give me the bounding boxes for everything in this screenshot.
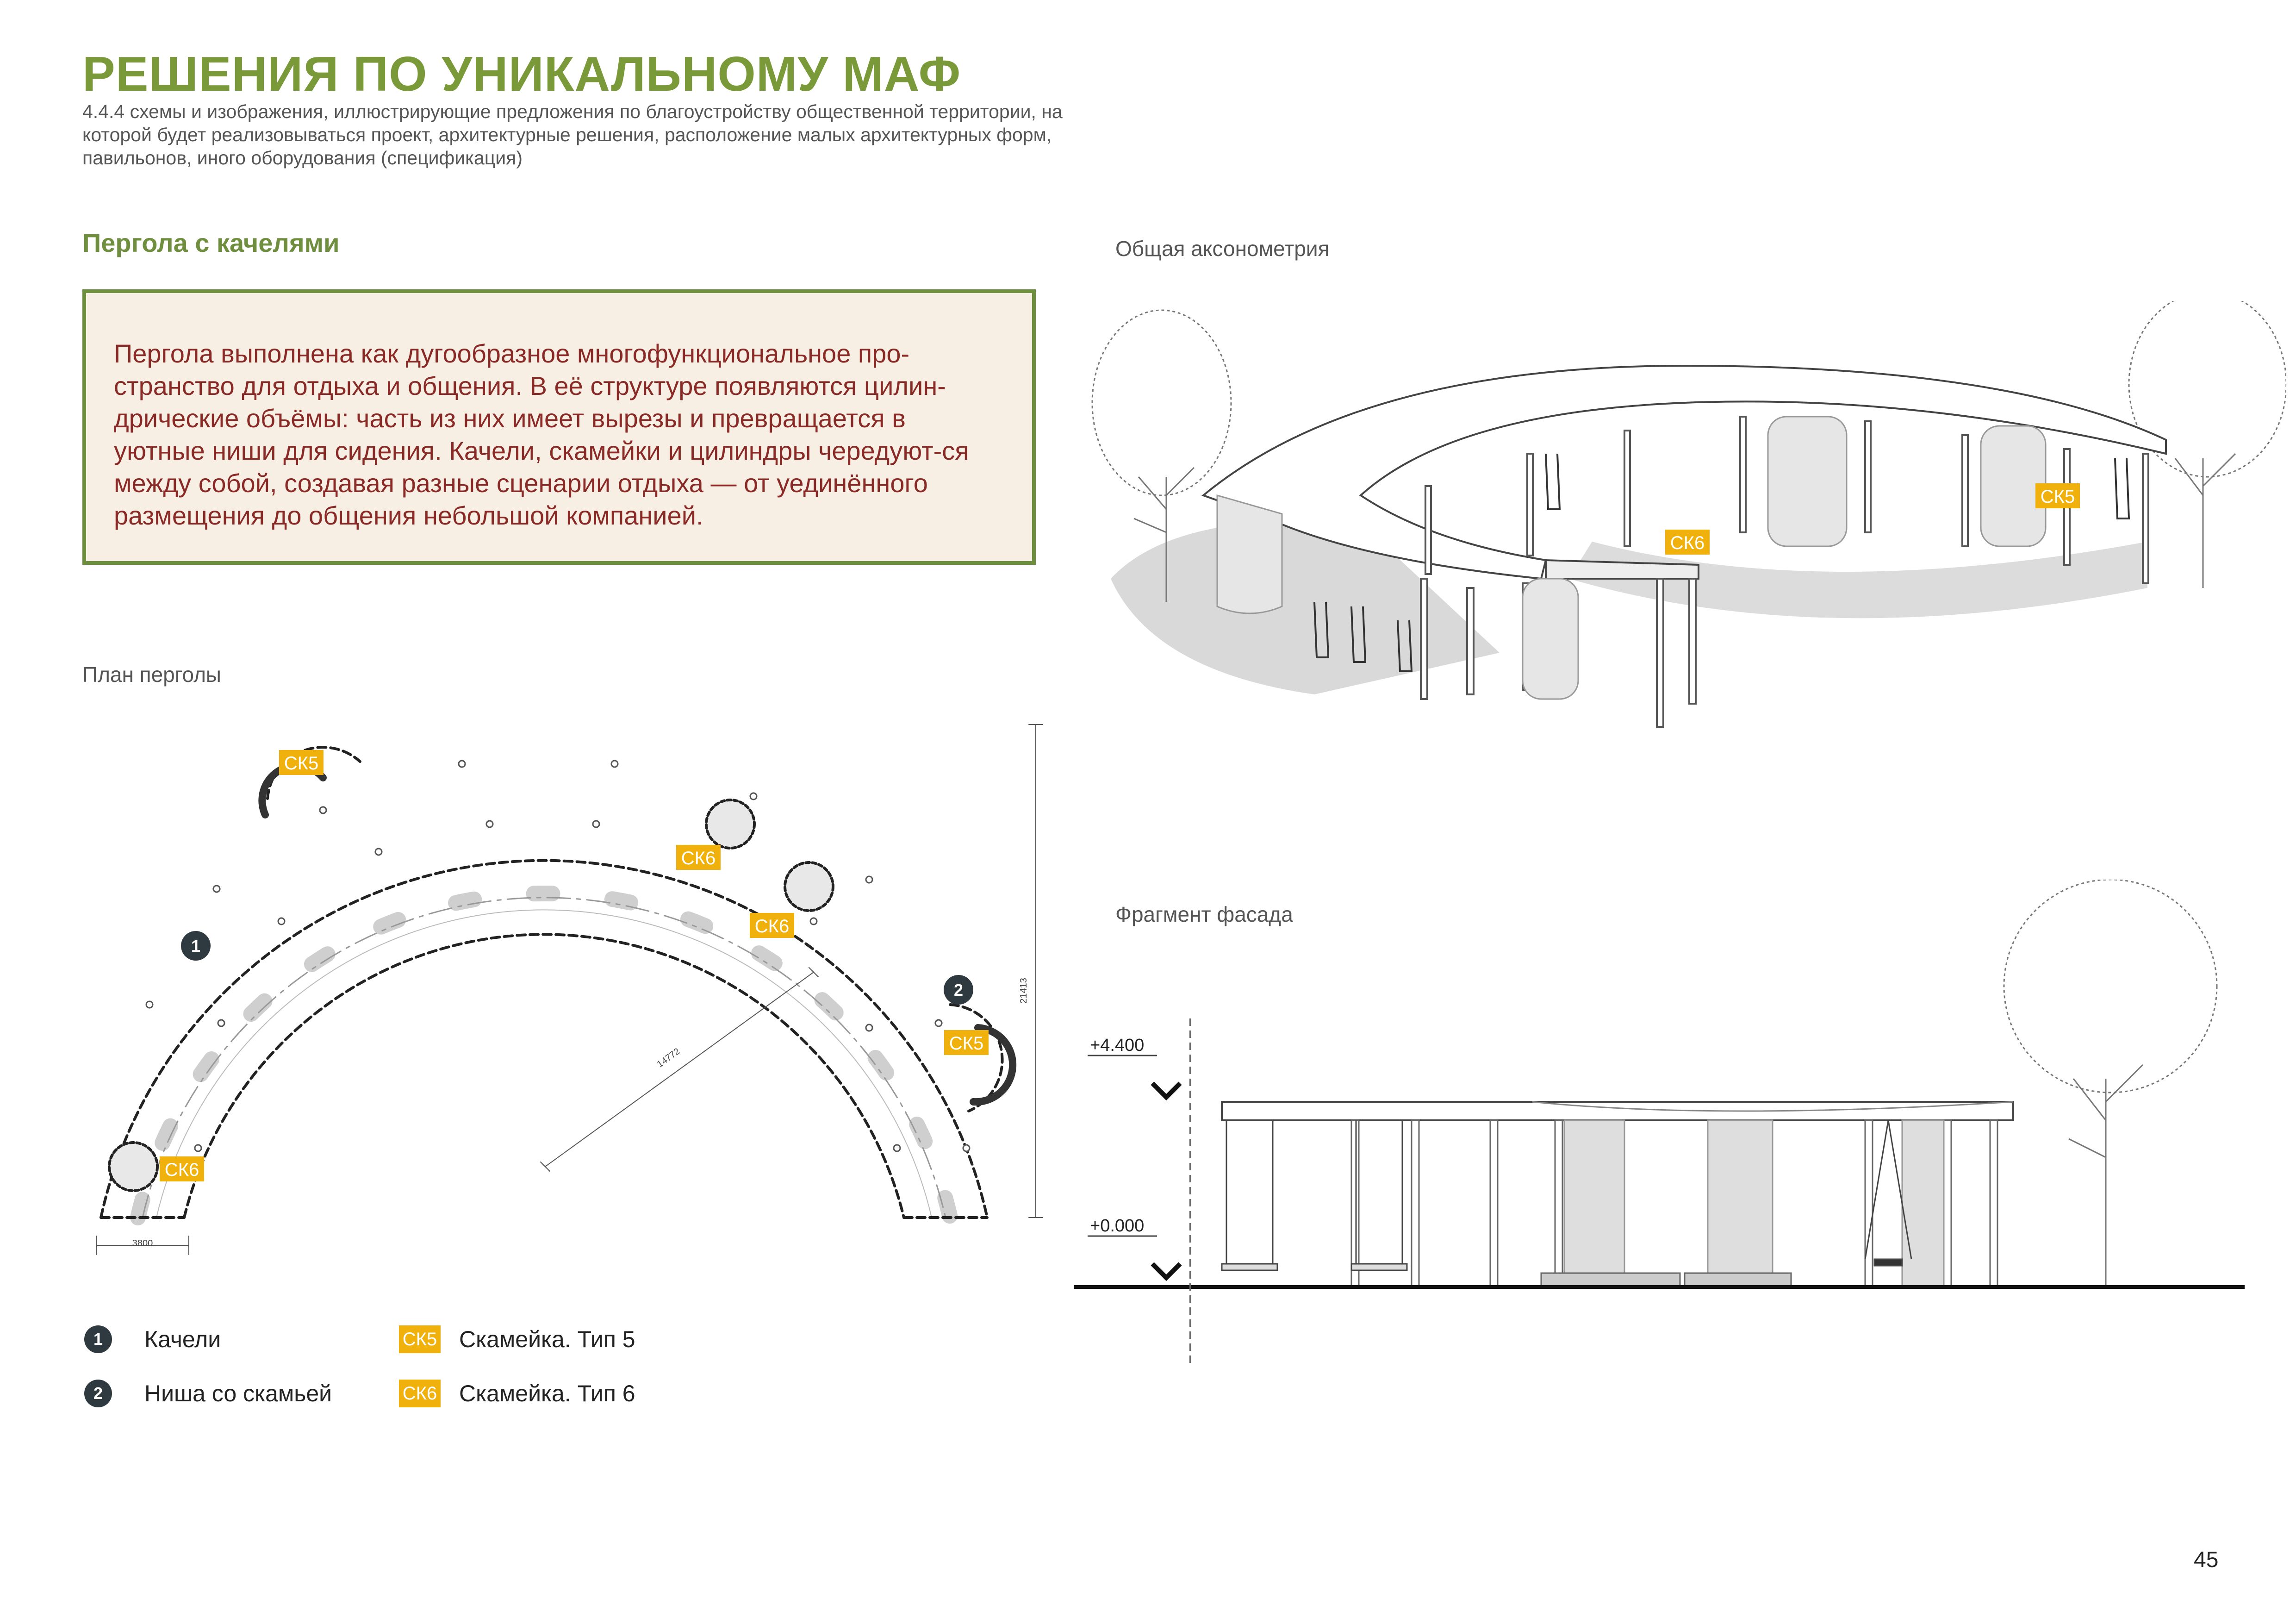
axo-tag-ck6: СК6 <box>1665 530 1710 555</box>
plan-marker-2: 2 <box>944 975 973 1005</box>
tree-left <box>1091 309 1232 602</box>
legend-tag-ck5: СК5 <box>399 1325 441 1353</box>
description-box: Пергола выполнена как дугообразное много… <box>82 289 1036 565</box>
svg-text:+0.000: +0.000 <box>1090 1216 1144 1236</box>
plan-dim-radius: 14772 <box>655 1046 682 1069</box>
facade-caption: Фрагмент фасада <box>1115 902 1293 926</box>
legend-item-bench-6: СК6 Скамейка. Тип 6 <box>399 1377 635 1410</box>
legend-label-niche: Ниша со скамьей <box>144 1380 332 1406</box>
plan-shadows <box>130 886 958 1225</box>
facade-tree <box>2003 880 2218 1287</box>
svg-text:СК5: СК5 <box>2041 487 2075 507</box>
svg-text:СК6: СК6 <box>755 916 789 937</box>
pergola-plan-drawing: 21413 14772 3800 1 2 СК5 СК6 СК6 СК5 СК6 <box>96 724 1043 1255</box>
svg-text:2: 2 <box>954 981 963 999</box>
axonometry-caption: Общая аксонометрия <box>1115 237 1330 261</box>
legend-marker-2: 2 <box>84 1380 112 1407</box>
tree-right <box>2128 301 2286 588</box>
svg-text:СК6: СК6 <box>165 1160 199 1180</box>
level-top-marker: +4.400 <box>1088 1036 1182 1101</box>
plan-tag-ck6-1: СК6 <box>676 845 721 870</box>
page-subtitle: 4.4.4 схемы и изображения, иллюстрирующи… <box>82 101 1063 169</box>
plan-outer-edge <box>100 859 989 1219</box>
section-title: Пергола с качелями <box>82 228 340 257</box>
axo-roof <box>1201 364 2167 580</box>
axonometry-drawing: СК6 СК5 <box>1091 301 2286 728</box>
plan-tag-ck6-3: СК6 <box>160 1156 204 1181</box>
legend-label-bench-5: Скамейка. Тип 5 <box>459 1326 635 1352</box>
plan-center-line <box>142 897 946 1218</box>
page-number: 45 <box>2194 1548 2219 1572</box>
plan-tag-ck5-right: СК5 <box>944 1030 989 1055</box>
plan-tag-ck5-left: СК5 <box>279 750 324 775</box>
plan-dim-width: 3800 <box>132 1238 153 1249</box>
legend-item-niche: 2 Ниша со скамьей <box>84 1377 332 1410</box>
plan-cylinders <box>108 799 834 1192</box>
legend-label-swings: Качели <box>144 1326 221 1352</box>
legend-item-swings: 1 Качели <box>84 1323 221 1355</box>
axo-tag-ck5: СК5 <box>2035 483 2080 508</box>
legend-marker-1: 1 <box>84 1325 112 1353</box>
legend-item-bench-5: СК5 Скамейка. Тип 5 <box>399 1323 635 1355</box>
legend-label-bench-6: Скамейка. Тип 6 <box>459 1380 635 1406</box>
facade-drawing: +4.400 +0.000 <box>1074 880 2245 1366</box>
svg-text:+4.400: +4.400 <box>1090 1036 1144 1055</box>
svg-text:1: 1 <box>191 937 200 956</box>
description-text: Пергола выполнена как дугообразное много… <box>114 339 969 530</box>
svg-text:СК6: СК6 <box>681 848 716 868</box>
page-title: РЕШЕНИЯ ПО УНИКАЛЬНОМУ МАФ <box>82 47 961 101</box>
legend-tag-ck6: СК6 <box>399 1380 441 1407</box>
plan-tag-ck6-2: СК6 <box>750 913 794 938</box>
plan-marker-1: 1 <box>181 931 211 961</box>
plan-caption: План перголы <box>82 662 221 687</box>
level-bottom-marker: +0.000 <box>1088 1216 1182 1281</box>
plan-dim-height: 21413 <box>1019 978 1029 1004</box>
plan-inner-edge <box>183 933 905 1219</box>
plan-dimension-lines <box>96 724 1043 1255</box>
svg-text:СК6: СК6 <box>1670 533 1705 553</box>
svg-text:СК5: СК5 <box>284 753 318 774</box>
svg-text:СК5: СК5 <box>949 1033 983 1054</box>
